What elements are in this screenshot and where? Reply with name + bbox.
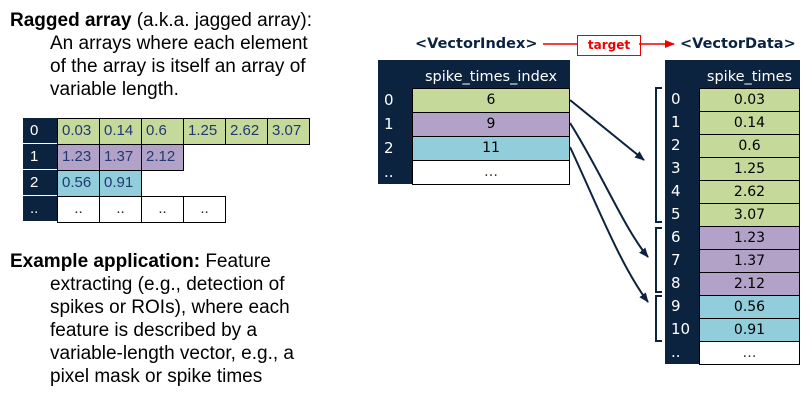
data-table-row-index: 5 [671,205,681,223]
ragged-array-title: Ragged array [10,10,132,31]
vector-data-table: spike_times 0 0.03 1 0.14 2 0.6 3 1.25 4 2.62 5 3.07… [665,60,800,365]
data-table-row-index: 8 [671,274,681,292]
ragged-row-index: 2 [23,170,57,195]
target-label: target [577,35,641,56]
index-table-cell: … [412,160,570,185]
ragged-cell: 0.03 [57,118,100,145]
data-table-row-index: 1 [671,113,681,131]
data-table-row-index: 3 [671,159,681,177]
data-table-cell: 2.62 [699,180,800,204]
ragged-cell: 1.25 [183,118,226,145]
ragged-array-description: An arrays where each element of the arra… [50,32,350,101]
data-table-cell: 2.12 [699,272,800,296]
example-line: variable-length vector, e.g., a [50,343,294,364]
data-table-row-index: 7 [671,251,681,269]
data-table-cell: 1.25 [699,157,800,181]
data-table-cell: 0.03 [699,88,800,112]
pointer-arrow-0 [569,99,645,161]
index-table-cell: 11 [412,136,570,161]
vector-index-tag: <VectorIndex> [415,36,538,52]
ragged-cell: .. [141,196,184,223]
index-table-cell: 6 [412,88,570,113]
example-line: pixel mask or spike times [50,366,263,387]
data-table-row-index: 2 [671,136,681,154]
ragged-array-heading: Ragged array (a.k.a. jagged array): [10,9,355,32]
desc-line: An arrays where each element [50,33,308,54]
example-heading: Example application: Feature [10,250,350,273]
ragged-cell: 0.56 [57,170,100,197]
ragged-cell: 0.91 [99,170,142,197]
ragged-cell: 0.14 [99,118,142,145]
data-table-cell: 0.14 [699,111,800,135]
ragged-row-index: 0 [23,118,57,143]
index-table-row-index: 0 [384,91,394,109]
ragged-cell: 2.62 [225,118,268,145]
data-table-row-index: 9 [671,297,681,315]
data-table-cell: 1.23 [699,226,800,250]
index-table-header: spike_times_index [412,60,570,88]
data-table-cell: 0.6 [699,134,800,158]
example-line: spikes or ROIs), where each [50,297,290,318]
index-table-row-index: 2 [384,139,394,157]
example-title-rest: Feature [200,251,271,272]
data-table-row-index: 10 [671,320,691,338]
data-table-cell: … [699,341,800,365]
data-table-row-index: 6 [671,228,681,246]
ragged-cell: 1.23 [57,144,100,171]
data-table-row-index: 0 [671,90,681,108]
index-table-row-index: 1 [384,115,394,133]
data-table-row-index: .. [671,343,681,361]
ragged-array-title-rest: (a.k.a. jagged array): [131,10,313,31]
pointer-arrow-1 [569,122,649,258]
index-table-index-column [378,60,412,184]
data-table-row-index: 4 [671,182,681,200]
example-line: feature is described by a [50,320,258,341]
data-table-cell: 3.07 [699,203,800,227]
ragged-cell: 1.37 [99,144,142,171]
index-table-row-index: .. [384,163,394,181]
ragged-row-index: .. [23,196,57,221]
pointer-arrow-2 [569,146,649,303]
ragged-cell: .. [99,196,142,223]
brace-group-0 [655,87,662,223]
ragged-row-index: 1 [23,144,57,169]
ragged-cell: 3.07 [267,118,310,145]
example-line: extracting (e.g., detection of [50,274,285,295]
data-table-index-column [665,60,699,364]
data-table-cell: 0.91 [699,318,800,342]
data-table-cell: 1.37 [699,249,800,273]
brace-group-1 [655,227,662,293]
example-description: extracting (e.g., detection of spikes or… [50,273,350,388]
vector-data-tag: <VectorData> [680,36,796,52]
data-table-cell: 0.56 [699,295,800,319]
data-table-header: spike_times [699,60,800,88]
index-table-cell: 9 [412,112,570,137]
ragged-cell: 0.6 [141,118,184,145]
brace-group-2 [655,295,662,342]
desc-line: of the array is itself an array of [50,56,306,77]
desc-line: variable length. [50,79,179,100]
ragged-cell: .. [183,196,226,223]
ragged-cell: .. [57,196,100,223]
example-title: Example application: [10,251,201,272]
ragged-cell: 2.12 [141,144,184,171]
